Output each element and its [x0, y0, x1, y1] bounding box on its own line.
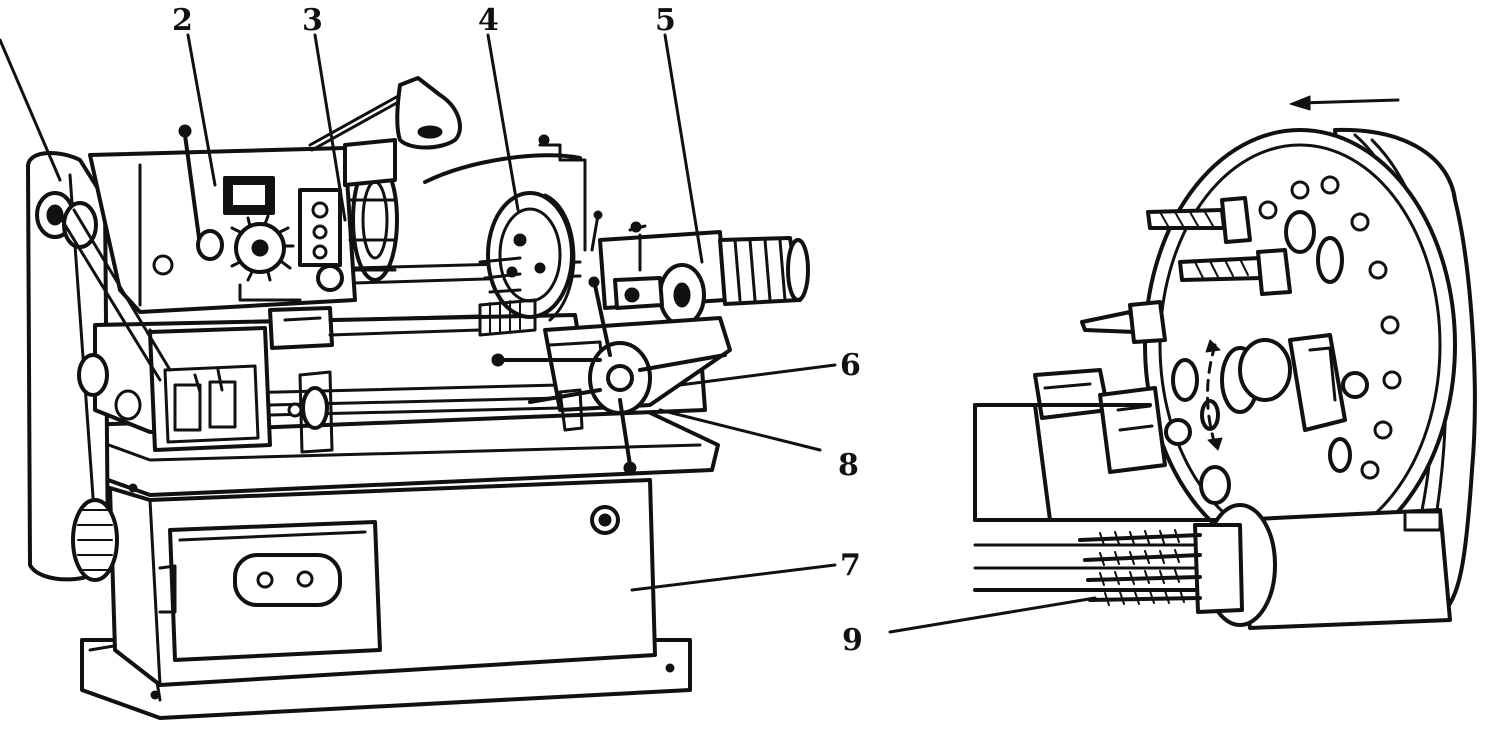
turret-lathe: [26, 76, 810, 720]
detail-bed: [973, 403, 1242, 592]
feed-shaft: [268, 370, 562, 454]
leader-lines: [0, 33, 1097, 634]
coolant-hose: [423, 134, 587, 252]
turret-tools: [1080, 196, 1369, 432]
callout-9: 9: [842, 623, 863, 658]
lathe-cabinet: [108, 478, 657, 687]
callout-7: 7: [840, 548, 861, 583]
callout-3: 3: [302, 3, 323, 38]
threading-tool: [1078, 503, 1452, 630]
apron: [114, 326, 272, 452]
callout-2: 2: [172, 3, 193, 38]
turret-head: [478, 191, 603, 337]
turret-saddle: [491, 276, 732, 475]
turret-detail: [973, 95, 1477, 630]
callout-6: 6: [840, 348, 861, 383]
lamp: [308, 76, 462, 152]
feed-direction-arrow: [1289, 95, 1400, 111]
cross-slide: [268, 306, 482, 350]
callout-4: 4: [478, 3, 499, 38]
callout-5: 5: [655, 3, 676, 38]
headstock: [88, 124, 582, 314]
callout-8: 8: [838, 448, 859, 483]
drive-belt: [60, 208, 172, 382]
turret-feed-cylinder: [598, 221, 810, 327]
tool-post: [1033, 368, 1192, 474]
callout-labels: 2 3 4 5 6 7 8 9: [172, 3, 863, 658]
